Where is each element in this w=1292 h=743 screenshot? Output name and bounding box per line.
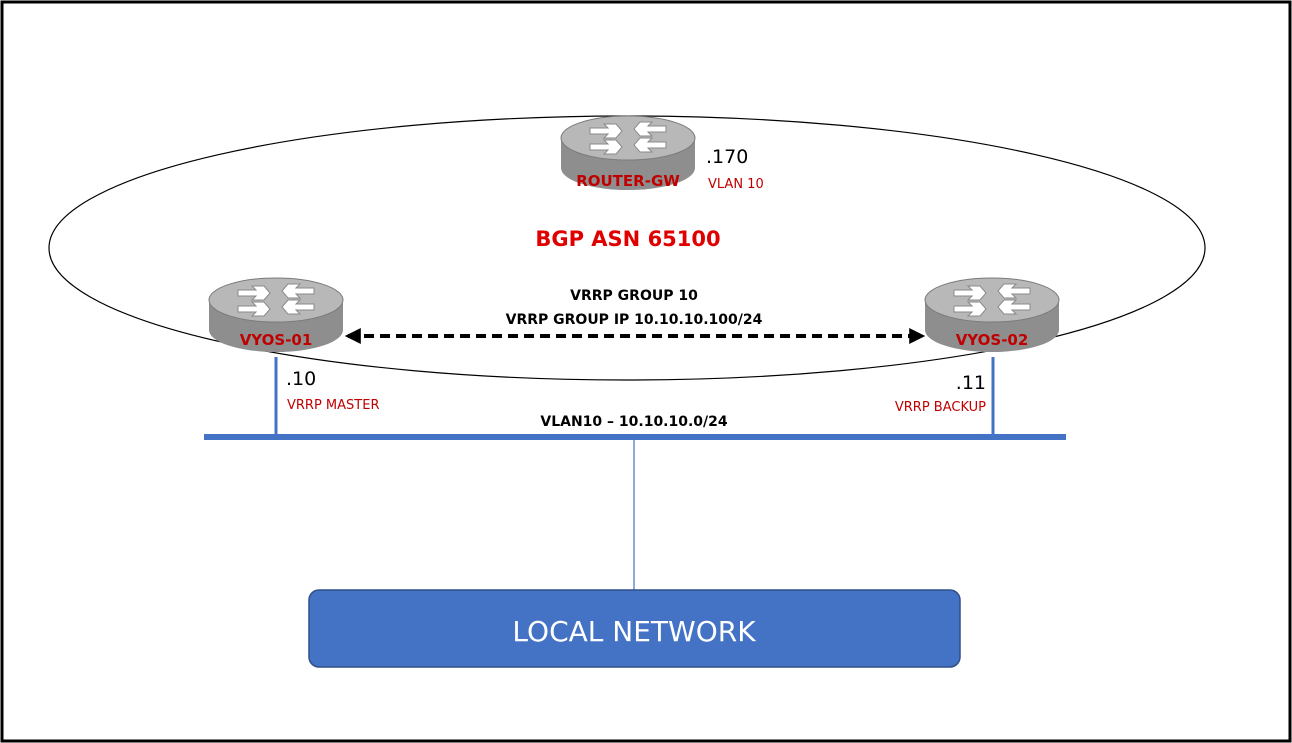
local-network-label: LOCAL NETWORK: [512, 615, 756, 648]
router-gw: ROUTER-GW: [560, 115, 696, 191]
bgp-asn-label: BGP ASN 65100: [535, 227, 720, 251]
vyos-02-role: VRRP BACKUP: [895, 400, 986, 415]
vyos-01-role: VRRP MASTER: [287, 398, 379, 413]
router-gw-note: VLAN 10: [708, 177, 764, 192]
vrrp-group-ip-label: VRRP GROUP IP 10.10.10.100/24: [506, 312, 763, 328]
vlan10-label: VLAN10 – 10.10.10.0/24: [540, 414, 728, 430]
router-vyos-01: VYOS-01: [208, 277, 344, 353]
local-network-box: [308, 589, 961, 668]
vyos-01-address: .10: [286, 368, 316, 390]
vyos-02-address: .11: [956, 372, 986, 394]
vyos-01-name: VYOS-01: [240, 331, 313, 349]
router-gw-address: .170: [706, 146, 748, 168]
router-vyos-02: VYOS-02: [924, 277, 1060, 353]
router-gw-name: ROUTER-GW: [576, 172, 680, 190]
vrrp-group-label: VRRP GROUP 10: [570, 288, 698, 304]
vyos-02-name: VYOS-02: [956, 331, 1029, 349]
